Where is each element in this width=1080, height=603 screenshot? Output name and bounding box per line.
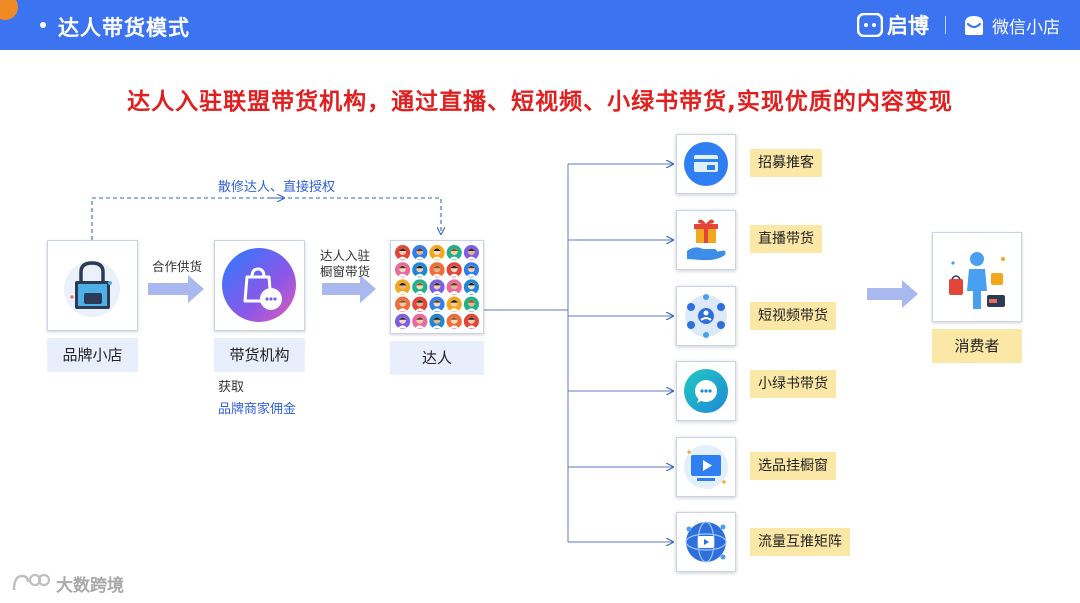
watermark-text: 大数跨境 xyxy=(56,575,124,596)
talent-avatar xyxy=(446,296,462,312)
chat-bubble-icon xyxy=(684,369,728,413)
wechat-store-icon xyxy=(965,16,983,35)
channel-label-live: 直播带货 xyxy=(750,225,822,253)
channel-icon-traffic-matrix xyxy=(676,512,736,572)
node-label-consumer: 消费者 xyxy=(932,329,1022,363)
video-screen-icon xyxy=(684,445,728,489)
brand-name: 启博 xyxy=(887,14,929,38)
talent-avatar xyxy=(446,313,462,329)
talent-avatar xyxy=(446,262,462,278)
talent-avatar xyxy=(429,262,445,278)
brand-divider xyxy=(945,16,946,34)
gift-hand-icon xyxy=(687,219,726,261)
talent-avatar xyxy=(395,313,411,329)
shopper-icon xyxy=(949,252,1005,309)
node-label-agency: 带货机构 xyxy=(214,338,305,372)
agency-note-commission: 品牌商家佣金 xyxy=(218,402,297,417)
decor-dot xyxy=(0,0,18,20)
talent-avatar xyxy=(429,279,445,295)
arrow-to-consumer xyxy=(867,280,918,308)
channel-label-xiaolvshu: 小绿书带货 xyxy=(750,370,836,398)
channel-icon-showcase xyxy=(676,437,736,497)
shopping-bag-chat-icon xyxy=(222,248,296,322)
talent-avatar xyxy=(429,296,445,312)
talent-avatar xyxy=(412,245,428,261)
node-talent xyxy=(390,240,484,334)
talent-avatar xyxy=(395,296,411,312)
node-label-brand-store: 品牌小店 xyxy=(47,338,138,372)
subtitle: 达人入驻联盟带货机构，通过直播、短视频、小绿书带货,实现优质的内容变现 xyxy=(127,89,953,115)
dashed-link-label: 散修达人、直接授权 xyxy=(218,180,336,195)
network-icon xyxy=(685,294,727,338)
talent-avatar xyxy=(463,262,479,278)
page-title: 达人带货模式 xyxy=(58,16,190,40)
watermark: 大数跨境 xyxy=(10,570,124,596)
talent-avatar xyxy=(395,279,411,295)
edge-label-supply: 合作供货 xyxy=(152,259,203,274)
arrow-agency-to-talent xyxy=(322,275,376,303)
brand-logo: 启博 xyxy=(857,10,929,40)
talent-avatars-icon xyxy=(395,245,479,329)
node-label-talent: 达人 xyxy=(390,341,484,375)
channel-label-traffic-matrix: 流量互推矩阵 xyxy=(750,528,850,556)
talent-avatar xyxy=(463,279,479,295)
globe-hub-icon xyxy=(685,521,727,563)
talent-avatar xyxy=(429,245,445,261)
node-brand-store xyxy=(47,240,138,331)
channel-icon-xiaolvshu xyxy=(676,361,736,421)
agency-note-gain: 获取 xyxy=(218,380,245,395)
talent-avatar xyxy=(412,262,428,278)
header-bar: 达人带货模式 启博 微信小店 xyxy=(0,0,1080,50)
channel-label-showcase: 选品挂橱窗 xyxy=(750,452,836,480)
node-consumer xyxy=(932,232,1022,322)
edge-label-join-1: 达人入驻 xyxy=(320,248,371,263)
talent-avatar xyxy=(412,296,428,312)
qibo-logo-icon xyxy=(857,13,883,37)
channel-icon-shortvideo xyxy=(676,286,736,346)
talent-avatar xyxy=(463,313,479,329)
edge-label-join-2: 橱窗带货 xyxy=(320,264,371,279)
partner-name: 微信小店 xyxy=(992,17,1060,38)
talent-avatar xyxy=(395,245,411,261)
channel-icon-live xyxy=(676,210,736,270)
node-agency xyxy=(214,240,305,331)
talent-avatar xyxy=(463,245,479,261)
bullet-icon xyxy=(40,22,46,28)
channel-icon-recruit xyxy=(676,134,736,194)
talent-avatar xyxy=(446,279,462,295)
talent-avatar xyxy=(463,296,479,312)
partner-logo: 微信小店 xyxy=(962,13,1060,38)
talent-avatar xyxy=(395,262,411,278)
channel-label-recruit: 招募推客 xyxy=(750,149,822,177)
store-lock-icon xyxy=(64,261,120,317)
arrow-brand-to-agency xyxy=(148,275,204,303)
talent-avatar xyxy=(412,279,428,295)
channel-label-shortvideo: 短视频带货 xyxy=(750,302,836,330)
talent-avatar xyxy=(429,313,445,329)
talent-avatar xyxy=(412,313,428,329)
header-brands: 启博 微信小店 xyxy=(857,11,1060,39)
talent-avatar xyxy=(446,245,462,261)
card-icon xyxy=(684,142,728,186)
dashed-link-line xyxy=(91,197,441,240)
watermark-logo-icon xyxy=(12,573,50,591)
